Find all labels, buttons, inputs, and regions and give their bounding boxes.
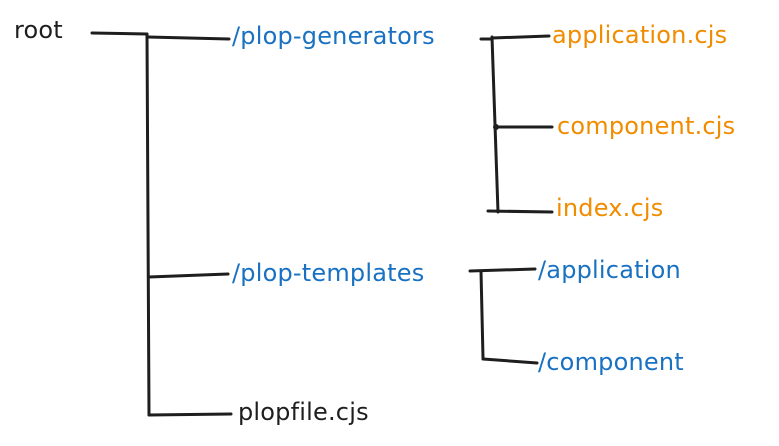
component-folder: /component (538, 348, 684, 376)
application-folder: /application (538, 256, 681, 284)
connector-component-folder (481, 357, 539, 365)
plopfile-cjs-file: plopfile.cjs (238, 398, 369, 426)
connector-index-cjs (486, 209, 554, 214)
connector-root (90, 31, 149, 36)
component-cjs-file: component.cjs (557, 112, 736, 140)
connector-trunk (145, 32, 151, 417)
connector-plopfile (147, 412, 233, 417)
connector-templates-vertical (479, 269, 485, 360)
root-label: root (14, 16, 63, 44)
plop-templates-folder: /plop-templates (232, 259, 425, 287)
connector-plop-templates (147, 272, 230, 279)
index-cjs-file: index.cjs (556, 194, 664, 222)
connector-plop-generators (146, 35, 231, 41)
junction-dot (493, 124, 499, 130)
application-cjs-file: application.cjs (552, 21, 728, 49)
connector-application-cjs (490, 34, 551, 40)
plop-generators-folder: /plop-generators (232, 22, 435, 50)
